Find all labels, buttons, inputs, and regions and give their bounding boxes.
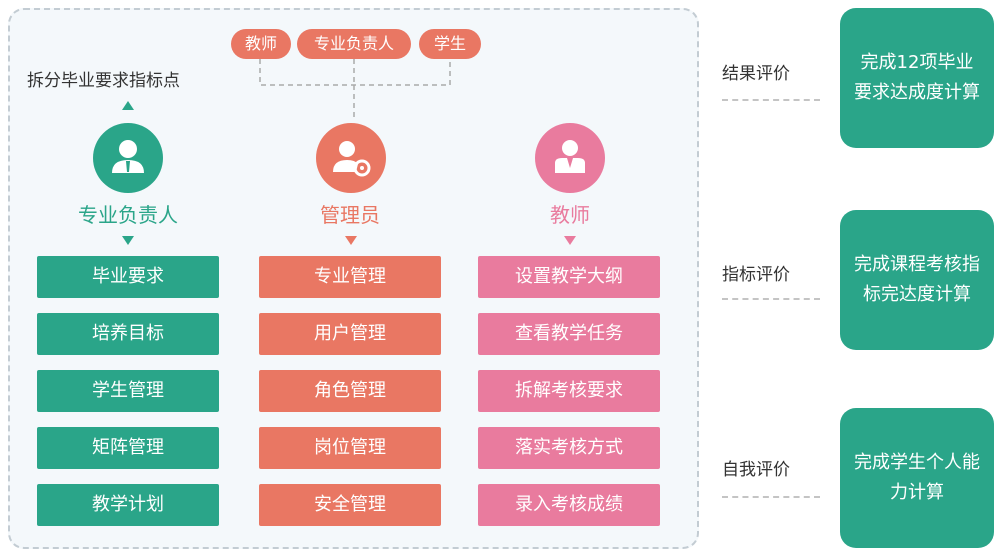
pill-major-head: 专业负责人 xyxy=(297,29,411,59)
user-gear-icon xyxy=(316,123,386,193)
user-icon xyxy=(93,123,163,193)
role-label-teacher: 教师 xyxy=(550,203,590,227)
divider xyxy=(722,496,820,498)
arrow-up xyxy=(122,101,134,110)
pill-teacher: 教师 xyxy=(231,29,291,59)
teacher-item: 查看教学任务 xyxy=(478,313,660,355)
major-head-item: 教学计划 xyxy=(37,484,219,526)
teacher-item: 拆解考核要求 xyxy=(478,370,660,412)
eval-label-indicator: 指标评价 xyxy=(722,265,790,285)
split-indicator-label: 拆分毕业要求指标点 xyxy=(27,71,180,91)
admin-item: 安全管理 xyxy=(259,484,441,526)
result-text: 完成学生个人能力计算 xyxy=(854,452,980,503)
admin-item: 专业管理 xyxy=(259,256,441,298)
eval-label-self: 自我评价 xyxy=(722,460,790,480)
teacher-item: 设置教学大纲 xyxy=(478,256,660,298)
teacher-icon xyxy=(535,123,605,193)
admin-item: 角色管理 xyxy=(259,370,441,412)
admin-item: 用户管理 xyxy=(259,313,441,355)
result-text: 完成课程考核指标完达度计算 xyxy=(854,254,980,305)
arrow-down xyxy=(345,236,357,245)
eval-label-result: 结果评价 xyxy=(722,64,790,84)
pill-student: 学生 xyxy=(419,29,481,59)
result-text: 完成12项毕业要求达成度计算 xyxy=(854,52,980,103)
admin-item: 岗位管理 xyxy=(259,427,441,469)
result-box-course: 完成课程考核指标完达度计算 xyxy=(840,210,994,350)
major-head-item: 毕业要求 xyxy=(37,256,219,298)
divider xyxy=(722,99,820,101)
result-box-student: 完成学生个人能力计算 xyxy=(840,408,994,548)
major-head-item: 培养目标 xyxy=(37,313,219,355)
arrow-down xyxy=(122,236,134,245)
major-head-item: 学生管理 xyxy=(37,370,219,412)
teacher-item: 录入考核成绩 xyxy=(478,484,660,526)
role-label-major-head: 专业负责人 xyxy=(78,203,178,227)
divider xyxy=(722,298,820,300)
role-label-admin: 管理员 xyxy=(320,203,380,227)
result-box-graduation: 完成12项毕业要求达成度计算 xyxy=(840,8,994,148)
major-head-item: 矩阵管理 xyxy=(37,427,219,469)
teacher-item: 落实考核方式 xyxy=(478,427,660,469)
arrow-down xyxy=(564,236,576,245)
